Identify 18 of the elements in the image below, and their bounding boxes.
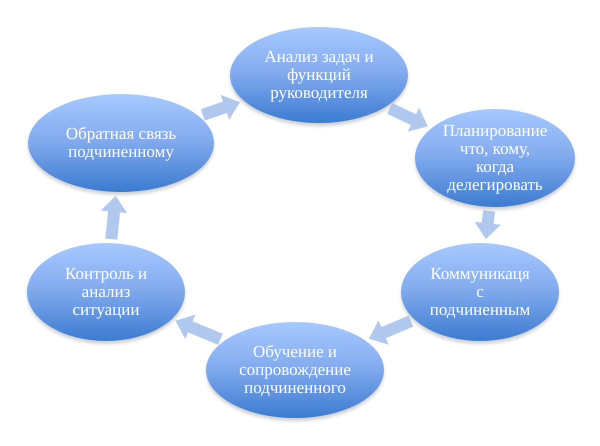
arrow xyxy=(474,210,501,240)
node-text: Обратная связь подчиненному xyxy=(64,125,178,161)
arrow xyxy=(100,195,128,240)
node-text: Контроль и анализ ситуации xyxy=(64,265,148,319)
arrow xyxy=(387,102,430,132)
arrow xyxy=(173,314,223,345)
process-ellipse xyxy=(414,108,576,212)
process-ellipse xyxy=(26,242,186,346)
node-text: Обучение и сопровождение подчиненного xyxy=(238,343,352,397)
process-ellipse xyxy=(205,321,385,423)
arrow xyxy=(366,316,414,345)
process-ellipse xyxy=(400,242,560,346)
node-text: Анализ задач и функций руководителя xyxy=(263,48,375,102)
node-text: Планирование что, кому, когда делегировать xyxy=(442,122,548,194)
arrow xyxy=(200,94,242,121)
process-ellipse xyxy=(229,26,409,128)
process-ellipse xyxy=(27,93,215,197)
node-text: Коммуникаця с подчиненным xyxy=(428,265,532,319)
